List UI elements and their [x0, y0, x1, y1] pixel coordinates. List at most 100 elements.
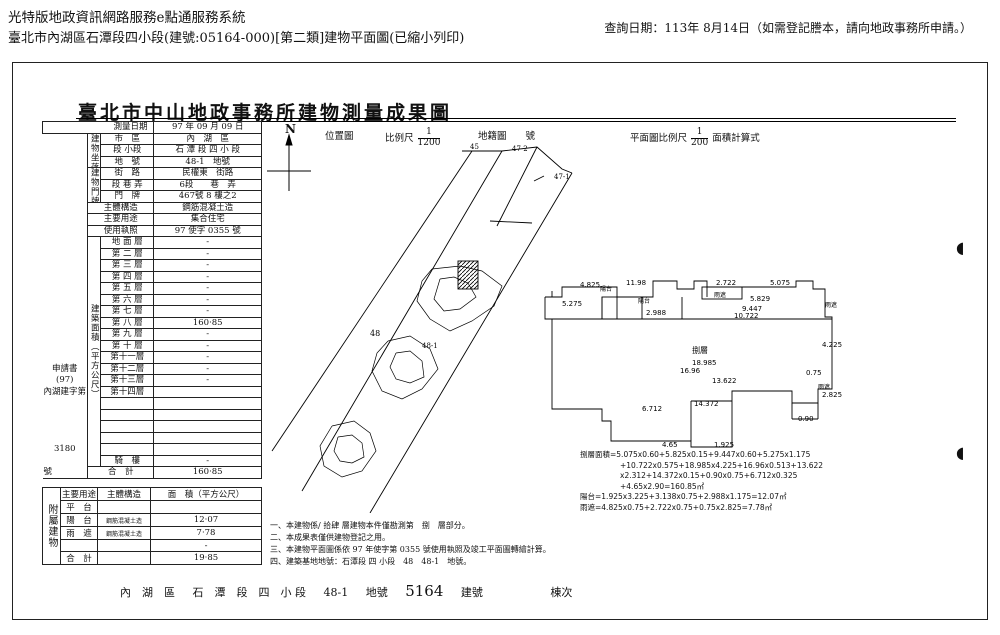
application-cell — [42, 432, 89, 444]
query-date: 查詢日期：113年 8月14日（如需登記謄本，請向地政事務所申請。） — [604, 21, 972, 35]
floor-area-row: 第 二 層- — [42, 247, 262, 260]
application-cell — [42, 420, 89, 432]
site-parcels — [271, 146, 573, 513]
application-cell: 內湖建字第 — [42, 386, 89, 398]
svg-text:14.372: 14.372 — [694, 400, 719, 408]
note-line: 三、本建物平面圖係依 97 年使字第 0355 號使用執照及竣工平面圖轉繪計算。 — [270, 545, 551, 554]
application-cell — [42, 351, 89, 363]
attached-usage: 雨 遮 — [59, 526, 99, 540]
form-blank — [42, 213, 89, 225]
attached-usage — [59, 539, 99, 552]
document-subtitle: 臺北市內湖區石潭段四小段(建號:05164-000)[第二類]建物平面圖(已縮小… — [8, 31, 465, 46]
floor-label: 第 八 層 — [100, 316, 155, 329]
attached-structure — [97, 539, 152, 552]
attached-area — [150, 500, 262, 514]
balcony-label: 陽台 — [600, 285, 612, 293]
floor-label: 第十二層 — [100, 362, 155, 375]
city: 內 湖 區 — [153, 132, 262, 145]
building-footprints — [319, 265, 503, 478]
floor-area-row: 第 六 層- — [42, 293, 262, 306]
canopy-label: 雨遮 — [825, 301, 837, 309]
building-form-table: 測量日期 97 年 09 月 09 日 建物坐落 市 區 內 湖 區 段 小段 … — [41, 121, 262, 479]
svg-text:2.825: 2.825 — [822, 391, 842, 399]
balcony-label: 騎 樓 — [100, 454, 155, 467]
lot-label: 47-2 — [512, 145, 528, 153]
svg-text:2.988: 2.988 — [646, 309, 666, 317]
svg-text:10.722: 10.722 — [734, 312, 759, 320]
site-and-floor-drawing: 45 47-2 47-1 48 48-1 捌層 陽台 陽台 雨遮 雨遮 雨遮 4… — [267, 133, 842, 513]
lot-label: 地 號 — [100, 155, 155, 168]
attached-area: 12·07 — [150, 513, 262, 527]
floor-label: 第 五 層 — [100, 282, 155, 295]
svg-text:1.925: 1.925 — [714, 441, 734, 449]
svg-text:13.622: 13.622 — [712, 377, 737, 385]
usage: 集合住宅 — [153, 213, 262, 226]
floor-label: 第十四層 — [100, 385, 155, 398]
application-cell — [42, 455, 89, 467]
floor-value: - — [153, 374, 262, 387]
note-line: 一、本建物係/ 拾肆 層建物本件僅勘測第 捌 層部分。 — [270, 521, 470, 530]
application-cell — [42, 248, 89, 260]
area-label: 建築面積（平方公尺） — [87, 236, 102, 467]
lane-label: 段 巷 弄 — [100, 178, 155, 191]
punch-hole-icon: ◖ — [956, 443, 965, 462]
location-map-label: 位置圖 — [325, 131, 354, 142]
map-number: 地籍圖 號 — [478, 131, 536, 142]
floor-plan-area — [262, 121, 956, 514]
balcony-label: 陽台 — [638, 297, 650, 305]
canopy-label: 雨遮 — [818, 383, 830, 391]
floor-label: 第十三層 — [100, 374, 155, 387]
application-cell: (97) — [42, 374, 89, 386]
floor-value — [153, 443, 262, 456]
application-cell — [42, 328, 89, 340]
location-label: 建物坐落 — [87, 132, 102, 168]
attached-structure — [97, 551, 152, 565]
survey-date: 97 年 09 月 09 日 — [153, 121, 262, 134]
floor-value — [153, 431, 262, 444]
application-suffix: 號 — [42, 466, 89, 479]
street: 民權東 街路 — [153, 167, 262, 180]
survey-date-label: 測量日期 — [41, 121, 155, 134]
floor-label: 第 二 層 — [100, 247, 155, 260]
notes: 一、本建物係/ 拾肆 層建物本件僅勘測第 捌 層部分。 二、本成果表僅供建物登記… — [270, 520, 551, 568]
svg-text:0.90: 0.90 — [798, 415, 814, 423]
application-cell — [42, 294, 89, 306]
floor-label: 第 六 層 — [100, 293, 155, 306]
floor-area-row: (97) 第十三層- — [42, 374, 262, 387]
floor-value: - — [153, 362, 262, 375]
floor-value — [153, 385, 262, 398]
floor-area-row: 3180 — [42, 443, 262, 456]
svg-text:5.829: 5.829 — [750, 295, 770, 303]
north-arrow — [267, 133, 311, 191]
note-line: 二、本成果表僅供建物登記之用。 — [270, 533, 390, 542]
floor-area-row: 第十一層- — [42, 351, 262, 364]
canopy-label: 雨遮 — [714, 291, 726, 299]
floor-label: 地 面 層 — [100, 236, 155, 249]
svg-text:4.825: 4.825 — [580, 281, 600, 289]
application-cell — [42, 236, 89, 248]
form-blank — [42, 132, 89, 168]
svg-text:4.65: 4.65 — [662, 441, 678, 449]
floor-value: - — [153, 282, 262, 295]
application-cell: 3180 — [42, 443, 89, 455]
attached-structure: 鋼筋混凝土造 — [97, 513, 152, 527]
attached-area-header: 面 積（平方公尺） — [150, 487, 262, 501]
main-room-label: 捌層 — [692, 345, 708, 355]
city-label: 市 區 — [100, 132, 155, 145]
unit-floor-plan — [544, 280, 833, 448]
svg-text:5.075: 5.075 — [770, 279, 790, 287]
license: 97 使字 0355 號 — [153, 224, 262, 237]
svg-text:16.96: 16.96 — [680, 367, 701, 375]
form-blank — [42, 202, 89, 214]
floor-value — [153, 408, 262, 421]
svg-text:6.712: 6.712 — [642, 405, 662, 413]
floor-label: 第 九 層 — [100, 328, 155, 341]
bottom-identifier: 內 湖 區 石 潭 段 四 小 段 48-1 地號 5164 建號 棟次 — [120, 582, 573, 600]
floor-label — [100, 443, 155, 456]
floor-label: 第 四 層 — [100, 270, 155, 283]
floor-area-row — [42, 420, 262, 433]
dimension-labels: 4.825 11.98 2.722 5.075 5.275 5.829 9.44… — [562, 279, 842, 449]
application-cell — [42, 317, 89, 329]
